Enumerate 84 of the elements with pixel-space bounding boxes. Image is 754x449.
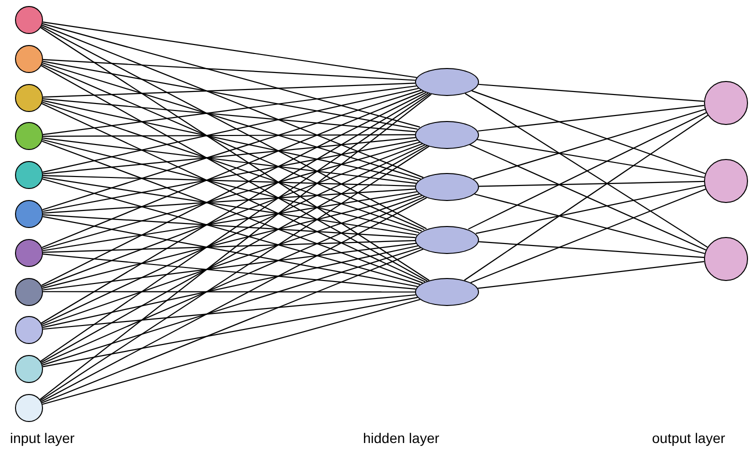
neuron-circle — [704, 159, 748, 203]
connection-line — [42, 82, 416, 98]
connection-line — [42, 248, 424, 404]
connection-line — [476, 184, 705, 234]
connection-line — [42, 196, 425, 364]
neuron-circle — [15, 84, 43, 112]
connection-line — [478, 180, 704, 187]
connection-line — [42, 62, 421, 180]
connection-line — [42, 91, 424, 248]
neuron-ellipse — [415, 68, 479, 96]
connection-line — [464, 93, 708, 248]
connection-line — [42, 294, 416, 330]
connection-line — [42, 64, 424, 230]
connection-line — [42, 176, 417, 236]
connection-line — [42, 242, 416, 290]
connection-line — [42, 60, 418, 130]
connection-line — [42, 88, 419, 173]
neuron-circle — [15, 6, 43, 34]
connection-line — [41, 197, 427, 402]
neuron-circle — [15, 316, 43, 344]
connection-line — [476, 138, 704, 178]
connection-line — [42, 59, 416, 81]
connection-line — [478, 84, 704, 102]
connection-line — [474, 194, 705, 254]
neuron-ellipse — [415, 173, 479, 201]
connection-line — [42, 140, 418, 212]
neuron-circle — [704, 81, 748, 125]
connection-line — [43, 291, 415, 293]
connection-line — [42, 142, 420, 250]
connection-line — [40, 146, 430, 401]
connection-line — [41, 144, 426, 325]
connection-line — [42, 216, 418, 288]
connection-line — [464, 114, 708, 281]
connection-line — [472, 90, 706, 174]
connection-line — [42, 298, 420, 405]
connection-line — [42, 245, 418, 328]
connection-line — [42, 296, 418, 368]
connection-line — [42, 139, 420, 234]
neuron-ellipse — [415, 278, 479, 306]
layer-label: output layer — [652, 429, 726, 448]
neuron-circle — [15, 355, 43, 384]
connection-line — [42, 188, 416, 214]
neuron-circle — [15, 278, 43, 306]
connection-line — [43, 134, 415, 137]
layer-label: input layer — [10, 429, 75, 448]
neuron-ellipse — [415, 120, 479, 148]
connection-line — [473, 108, 706, 180]
connection-line — [42, 240, 416, 253]
neuron-circle — [15, 122, 43, 150]
connection-line — [42, 178, 420, 285]
connection-line — [42, 90, 422, 210]
connection-line — [42, 23, 420, 128]
connection-line — [42, 98, 416, 132]
connection-line — [40, 145, 428, 363]
connection-line — [40, 27, 430, 281]
connection-line — [42, 247, 422, 366]
connection-line — [42, 191, 417, 252]
connection-line — [42, 138, 416, 184]
connection-line — [478, 104, 704, 132]
connection-line — [42, 22, 417, 78]
connection-line — [42, 102, 422, 232]
connection-line — [42, 195, 422, 326]
neuron-circle — [704, 237, 748, 281]
connection-line — [42, 254, 416, 290]
neuron-circle — [15, 44, 43, 73]
connection-line — [42, 100, 418, 182]
neuron-ellipse — [415, 226, 479, 254]
connection-line — [42, 85, 416, 136]
layer-label: hidden layer — [363, 429, 440, 448]
connection-line — [42, 137, 416, 174]
connection-line — [42, 175, 416, 187]
neuron-circle — [15, 238, 43, 267]
connection-line — [42, 193, 420, 289]
connection-line — [478, 261, 704, 289]
connection-line — [42, 214, 416, 238]
neuron-circle — [15, 200, 43, 228]
connection-line — [469, 144, 706, 251]
connection-line — [470, 188, 706, 284]
connection-line — [478, 241, 704, 258]
connection-line — [41, 26, 427, 230]
neuron-circle — [15, 394, 43, 422]
connection-line — [42, 24, 424, 178]
connection-line — [468, 112, 706, 230]
neuron-circle — [15, 161, 43, 190]
